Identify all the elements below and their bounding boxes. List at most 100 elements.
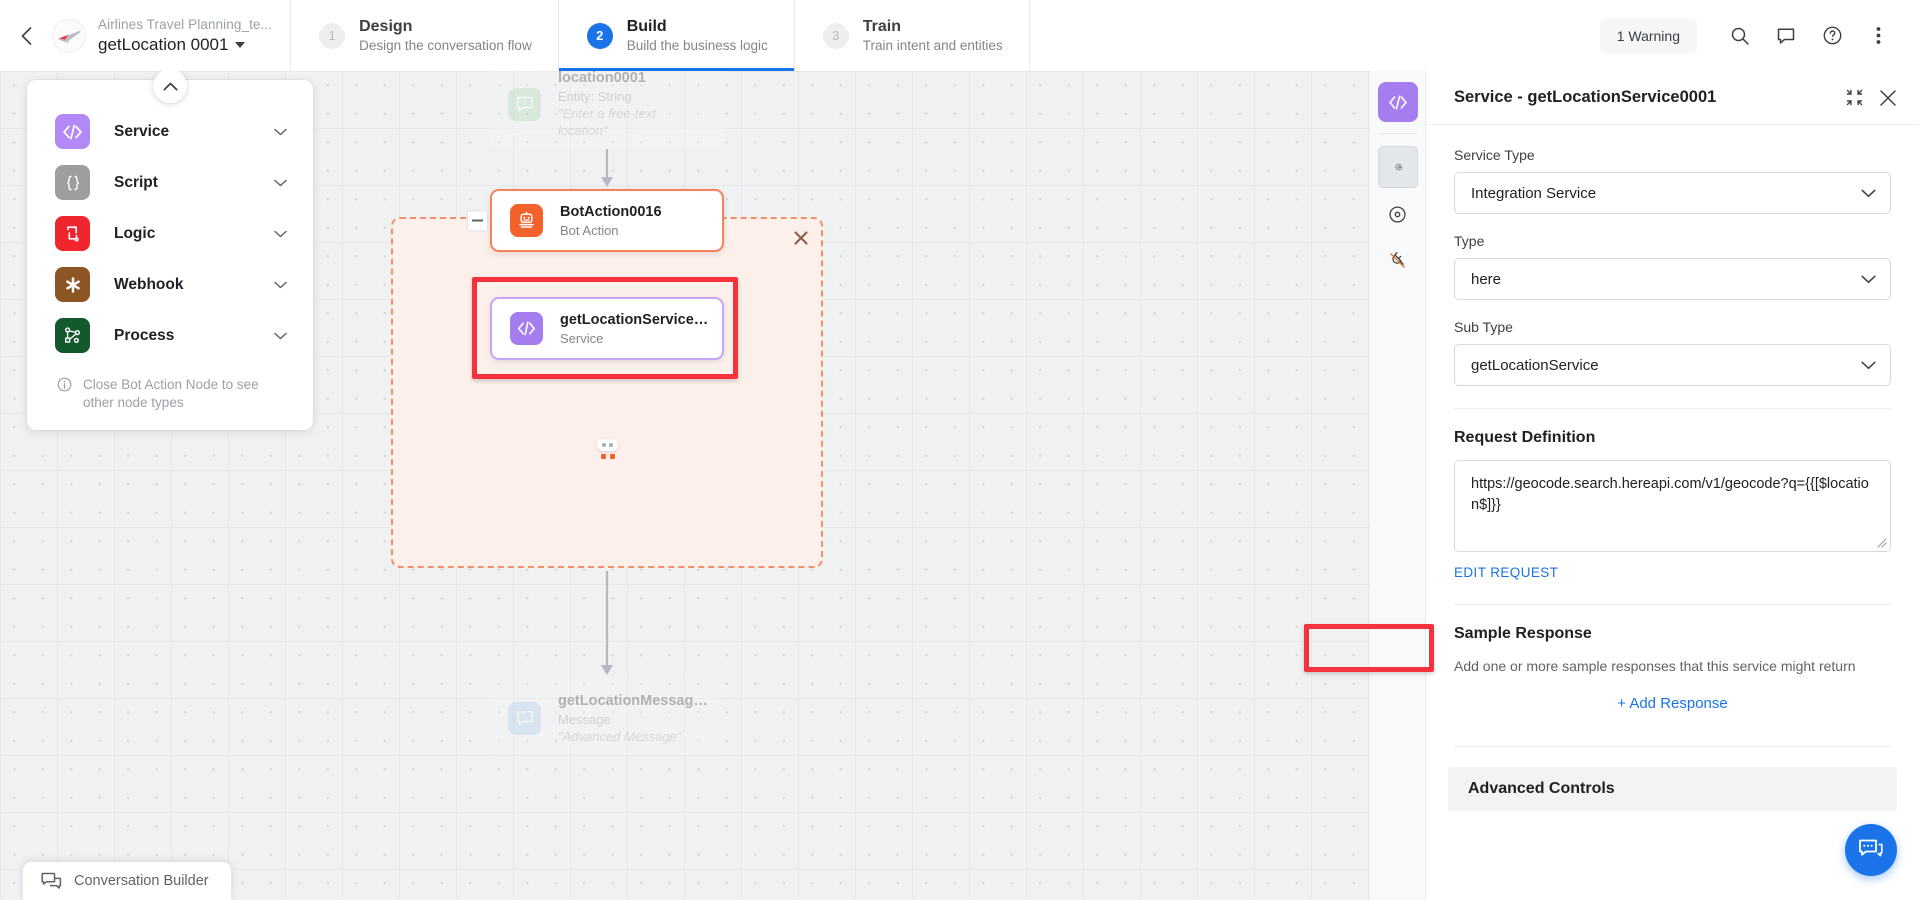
request-definition-textarea[interactable]: https://geocode.search.hereapi.com/v1/ge… (1454, 460, 1891, 552)
step-build[interactable]: 2 Build Build the business logic (558, 0, 795, 71)
rail-button-plug[interactable] (1378, 240, 1418, 280)
resize-grip-icon[interactable] (1875, 536, 1887, 548)
node-palette: Service Script (27, 71, 313, 430)
comment-button[interactable] (1765, 15, 1807, 57)
node-title: location0001 (558, 71, 646, 86)
chevron-down-icon[interactable] (274, 276, 287, 294)
entity-icon (508, 87, 541, 121)
panel-collapse-button[interactable] (1846, 89, 1863, 106)
curly-braces-icon (55, 165, 90, 200)
conversation-icon (41, 872, 62, 889)
sample-response-title: Sample Response (1454, 625, 1592, 642)
chat-bubble-icon (1859, 839, 1883, 857)
advanced-controls-section[interactable]: Advanced Controls (1448, 767, 1897, 811)
step-design[interactable]: 1 Design Design the conversation flow (290, 0, 559, 71)
braces-glyph-icon (66, 175, 79, 190)
chevron-down-icon[interactable] (274, 123, 287, 141)
drop-target-icon[interactable] (597, 439, 618, 473)
airplane-logo (52, 18, 86, 53)
chevron-down-icon (235, 41, 246, 48)
more-vertical-icon (1876, 27, 1880, 44)
panel-icon-rail (1370, 71, 1426, 900)
divider (1454, 746, 1891, 747)
asterisk-glyph-icon (65, 276, 80, 293)
divider (1454, 604, 1891, 605)
step-train-title: Train (862, 17, 902, 35)
chevron-down-icon (1861, 361, 1876, 369)
node-subtitle: Message (558, 711, 611, 727)
step-build-number: 2 (586, 22, 613, 49)
nodes-glyph-icon (64, 327, 80, 343)
palette-item-label: Process (114, 326, 175, 344)
code-brackets-icon (510, 312, 543, 345)
edit-request-button[interactable]: EDIT REQUEST (1454, 565, 1559, 580)
node-subtitle: Service (560, 330, 604, 346)
palette-item-label: Webhook (114, 275, 184, 293)
bot-glyph-icon (519, 211, 534, 228)
brand-block: Airlines Travel Planning_te... getLocati… (52, 0, 290, 71)
minus-icon (472, 219, 483, 222)
field-label: Type (1454, 233, 1485, 249)
more-options-button[interactable] (1857, 15, 1899, 57)
search-button[interactable] (1719, 15, 1761, 57)
palette-item-process[interactable]: Process (27, 310, 313, 361)
chevron-left-icon (21, 26, 31, 45)
service-type-select[interactable]: Integration Service (1454, 172, 1891, 214)
palette-item-service[interactable]: Service (27, 106, 313, 157)
field-label: Service Type (1454, 147, 1535, 163)
add-response-button[interactable]: + Add Response (1599, 683, 1746, 724)
palette-item-script[interactable]: Script (27, 157, 313, 208)
search-icon (1731, 27, 1749, 45)
type-select[interactable]: here (1454, 258, 1891, 300)
node-subtitle: Bot Action (560, 222, 619, 238)
message-icon (508, 701, 541, 735)
node-location0001[interactable]: location0001 Entity: String "Enter a fre… (490, 71, 724, 149)
node-collapse-button[interactable] (467, 210, 488, 231)
node-title: getLocationMessag… (558, 692, 708, 709)
step-train[interactable]: 3 Train Train intent and entities (795, 0, 1030, 71)
palette-note: Close Bot Action Node to see other node … (27, 361, 297, 418)
rail-button-settings[interactable] (1377, 146, 1418, 188)
group-close-button[interactable] (792, 229, 810, 247)
loop-glyph-icon (67, 226, 79, 242)
request-definition-title: Request Definition (1454, 429, 1596, 446)
type-value: here (1471, 270, 1502, 288)
code-brackets-icon (55, 114, 90, 149)
palette-item-logic[interactable]: Logic (27, 208, 313, 259)
flow-canvas[interactable]: location0001 Entity: String "Enter a fre… (0, 71, 1370, 900)
warning-badge[interactable]: 1 Warning (1599, 18, 1697, 53)
node-quote: "Enter a free-text location" (558, 106, 656, 138)
top-bar-actions: 1 Warning (1599, 0, 1919, 71)
palette-note-text: Close Bot Action Node to see other node … (83, 377, 259, 410)
chevron-down-icon[interactable] (274, 327, 287, 345)
collapse-icon (1846, 89, 1863, 106)
help-icon (1823, 26, 1841, 45)
rail-button-service[interactable] (1377, 82, 1418, 122)
conversation-builder-bar[interactable]: Conversation Builder (23, 862, 231, 900)
back-button[interactable] (0, 0, 52, 71)
step-train-number: 3 (822, 22, 849, 49)
sub-type-select[interactable]: getLocationService (1454, 344, 1891, 386)
chevron-down-icon[interactable] (274, 174, 287, 192)
chat-fab-button[interactable] (1845, 824, 1897, 876)
bot-action-group-region[interactable] (391, 217, 823, 568)
palette-collapse-button[interactable] (153, 71, 187, 103)
step-build-desc: Build the business logic (626, 37, 768, 53)
chevron-down-icon[interactable] (274, 225, 287, 243)
process-nodes-icon (55, 318, 90, 353)
top-bar: Airlines Travel Planning_te... getLocati… (0, 0, 1919, 71)
service-properties-panel: Service - getLocationService0001 (1426, 71, 1919, 900)
chevron-up-icon (162, 82, 178, 90)
node-title: getLocationService… (560, 311, 709, 328)
panel-close-button[interactable] (1879, 89, 1897, 107)
help-button[interactable] (1811, 15, 1853, 57)
node-botaction0016[interactable]: BotAction0016 Bot Action (467, 189, 724, 252)
rail-button-target[interactable] (1378, 194, 1418, 234)
palette-item-webhook[interactable]: Webhook (27, 259, 313, 310)
bot-action-icon (510, 204, 543, 237)
dialog-name-dropdown[interactable]: getLocation 0001 (98, 34, 272, 56)
message-glyph-icon (516, 711, 533, 726)
close-icon (794, 231, 808, 245)
node-getlocationmessage[interactable]: getLocationMessag… Message "Advanced Mes… (490, 679, 724, 757)
node-getlocationservice[interactable]: getLocationService… Service (490, 297, 724, 360)
